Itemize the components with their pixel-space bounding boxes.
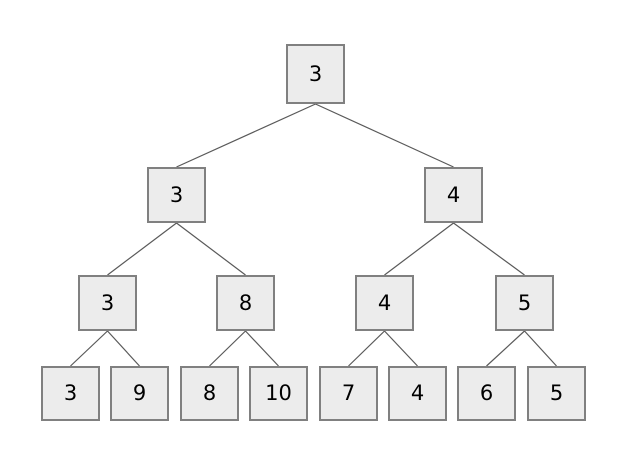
tree-edge bbox=[209, 330, 246, 367]
tree-edge bbox=[524, 330, 557, 367]
tree-node-label: 3 bbox=[63, 381, 78, 405]
tree-node-label: 3 bbox=[169, 182, 184, 207]
tree-node-label: 7 bbox=[341, 381, 356, 405]
tree-node[interactable]: 4 bbox=[355, 275, 414, 331]
tree-edge bbox=[486, 330, 525, 367]
tree-node-label: 5 bbox=[549, 381, 564, 405]
tree-edge bbox=[70, 330, 108, 367]
tree-node-label: 10 bbox=[265, 381, 292, 405]
tree-edge bbox=[453, 222, 525, 276]
tree-node[interactable]: 4 bbox=[424, 167, 483, 223]
tree-node[interactable]: 3 bbox=[78, 275, 137, 331]
tree-node[interactable]: 5 bbox=[527, 366, 586, 421]
tree-edge bbox=[176, 103, 316, 168]
tree-node[interactable]: 3 bbox=[286, 44, 345, 104]
tree-node-label: 3 bbox=[100, 290, 115, 315]
tree-node-label: 8 bbox=[238, 290, 253, 315]
tree-node-label: 6 bbox=[479, 381, 494, 405]
tree-node[interactable]: 9 bbox=[110, 366, 169, 421]
tree-node[interactable]: 6 bbox=[457, 366, 516, 421]
tree-node-label: 4 bbox=[410, 381, 425, 405]
tree-node-label: 8 bbox=[202, 381, 217, 405]
tree-node[interactable]: 7 bbox=[319, 366, 378, 421]
tree-node[interactable]: 3 bbox=[41, 366, 100, 421]
tree-node[interactable]: 5 bbox=[495, 275, 554, 331]
tree-node-label: 9 bbox=[132, 381, 147, 405]
tree-node[interactable]: 3 bbox=[147, 167, 206, 223]
tree-node[interactable]: 10 bbox=[249, 366, 308, 421]
tree-edge bbox=[107, 330, 140, 367]
tree-edge bbox=[384, 330, 418, 367]
tree-edge bbox=[315, 103, 454, 168]
tree-edge bbox=[107, 222, 177, 276]
tree-node-label: 4 bbox=[377, 290, 392, 315]
tree-edge bbox=[348, 330, 385, 367]
tree-node[interactable]: 8 bbox=[216, 275, 275, 331]
tree-node-label: 4 bbox=[446, 182, 461, 207]
tree-node[interactable]: 4 bbox=[388, 366, 447, 421]
tree-edge bbox=[384, 222, 454, 276]
tree-node-label: 5 bbox=[517, 290, 532, 315]
tree-node[interactable]: 8 bbox=[180, 366, 239, 421]
tree-edge bbox=[245, 330, 279, 367]
tree-node-label: 3 bbox=[308, 61, 323, 86]
tree-edge bbox=[176, 222, 246, 276]
